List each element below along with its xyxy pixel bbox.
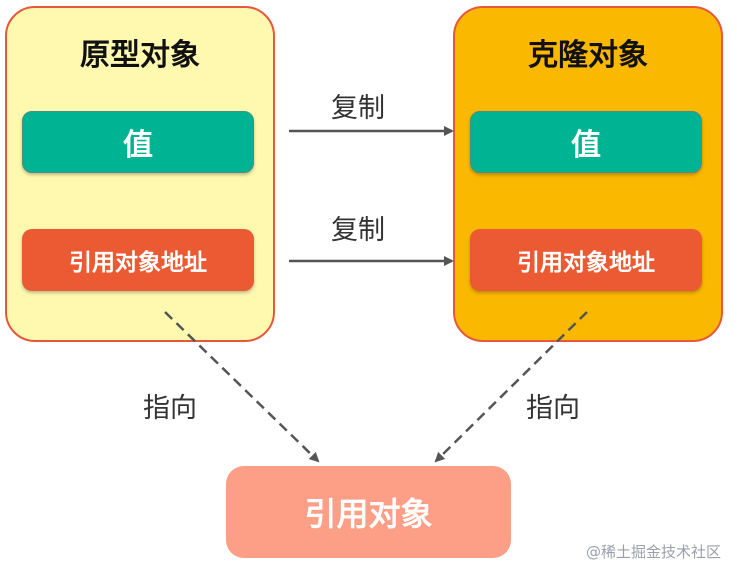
prototype-object-title: 原型对象 [80, 38, 200, 73]
copy-ref-label: 复制 [331, 215, 385, 246]
referenced-object-box: 引用对象 [226, 466, 511, 558]
clone-value-box: 值 [470, 111, 702, 173]
watermark: @稀土掘金技术社区 [585, 543, 721, 561]
clone-ref-address-box: 引用对象地址 [470, 229, 702, 291]
clone-object-container: 克隆对象 [453, 6, 723, 342]
clone-object-title: 克隆对象 [528, 38, 648, 73]
prototype-ref-address-box: 引用对象地址 [22, 229, 254, 291]
prototype-object-container: 原型对象 [5, 6, 275, 342]
prototype-points-to-label: 指向 [143, 393, 197, 424]
clone-points-to-label: 指向 [526, 393, 580, 424]
prototype-value-box: 值 [22, 111, 254, 173]
copy-value-label: 复制 [331, 93, 385, 124]
